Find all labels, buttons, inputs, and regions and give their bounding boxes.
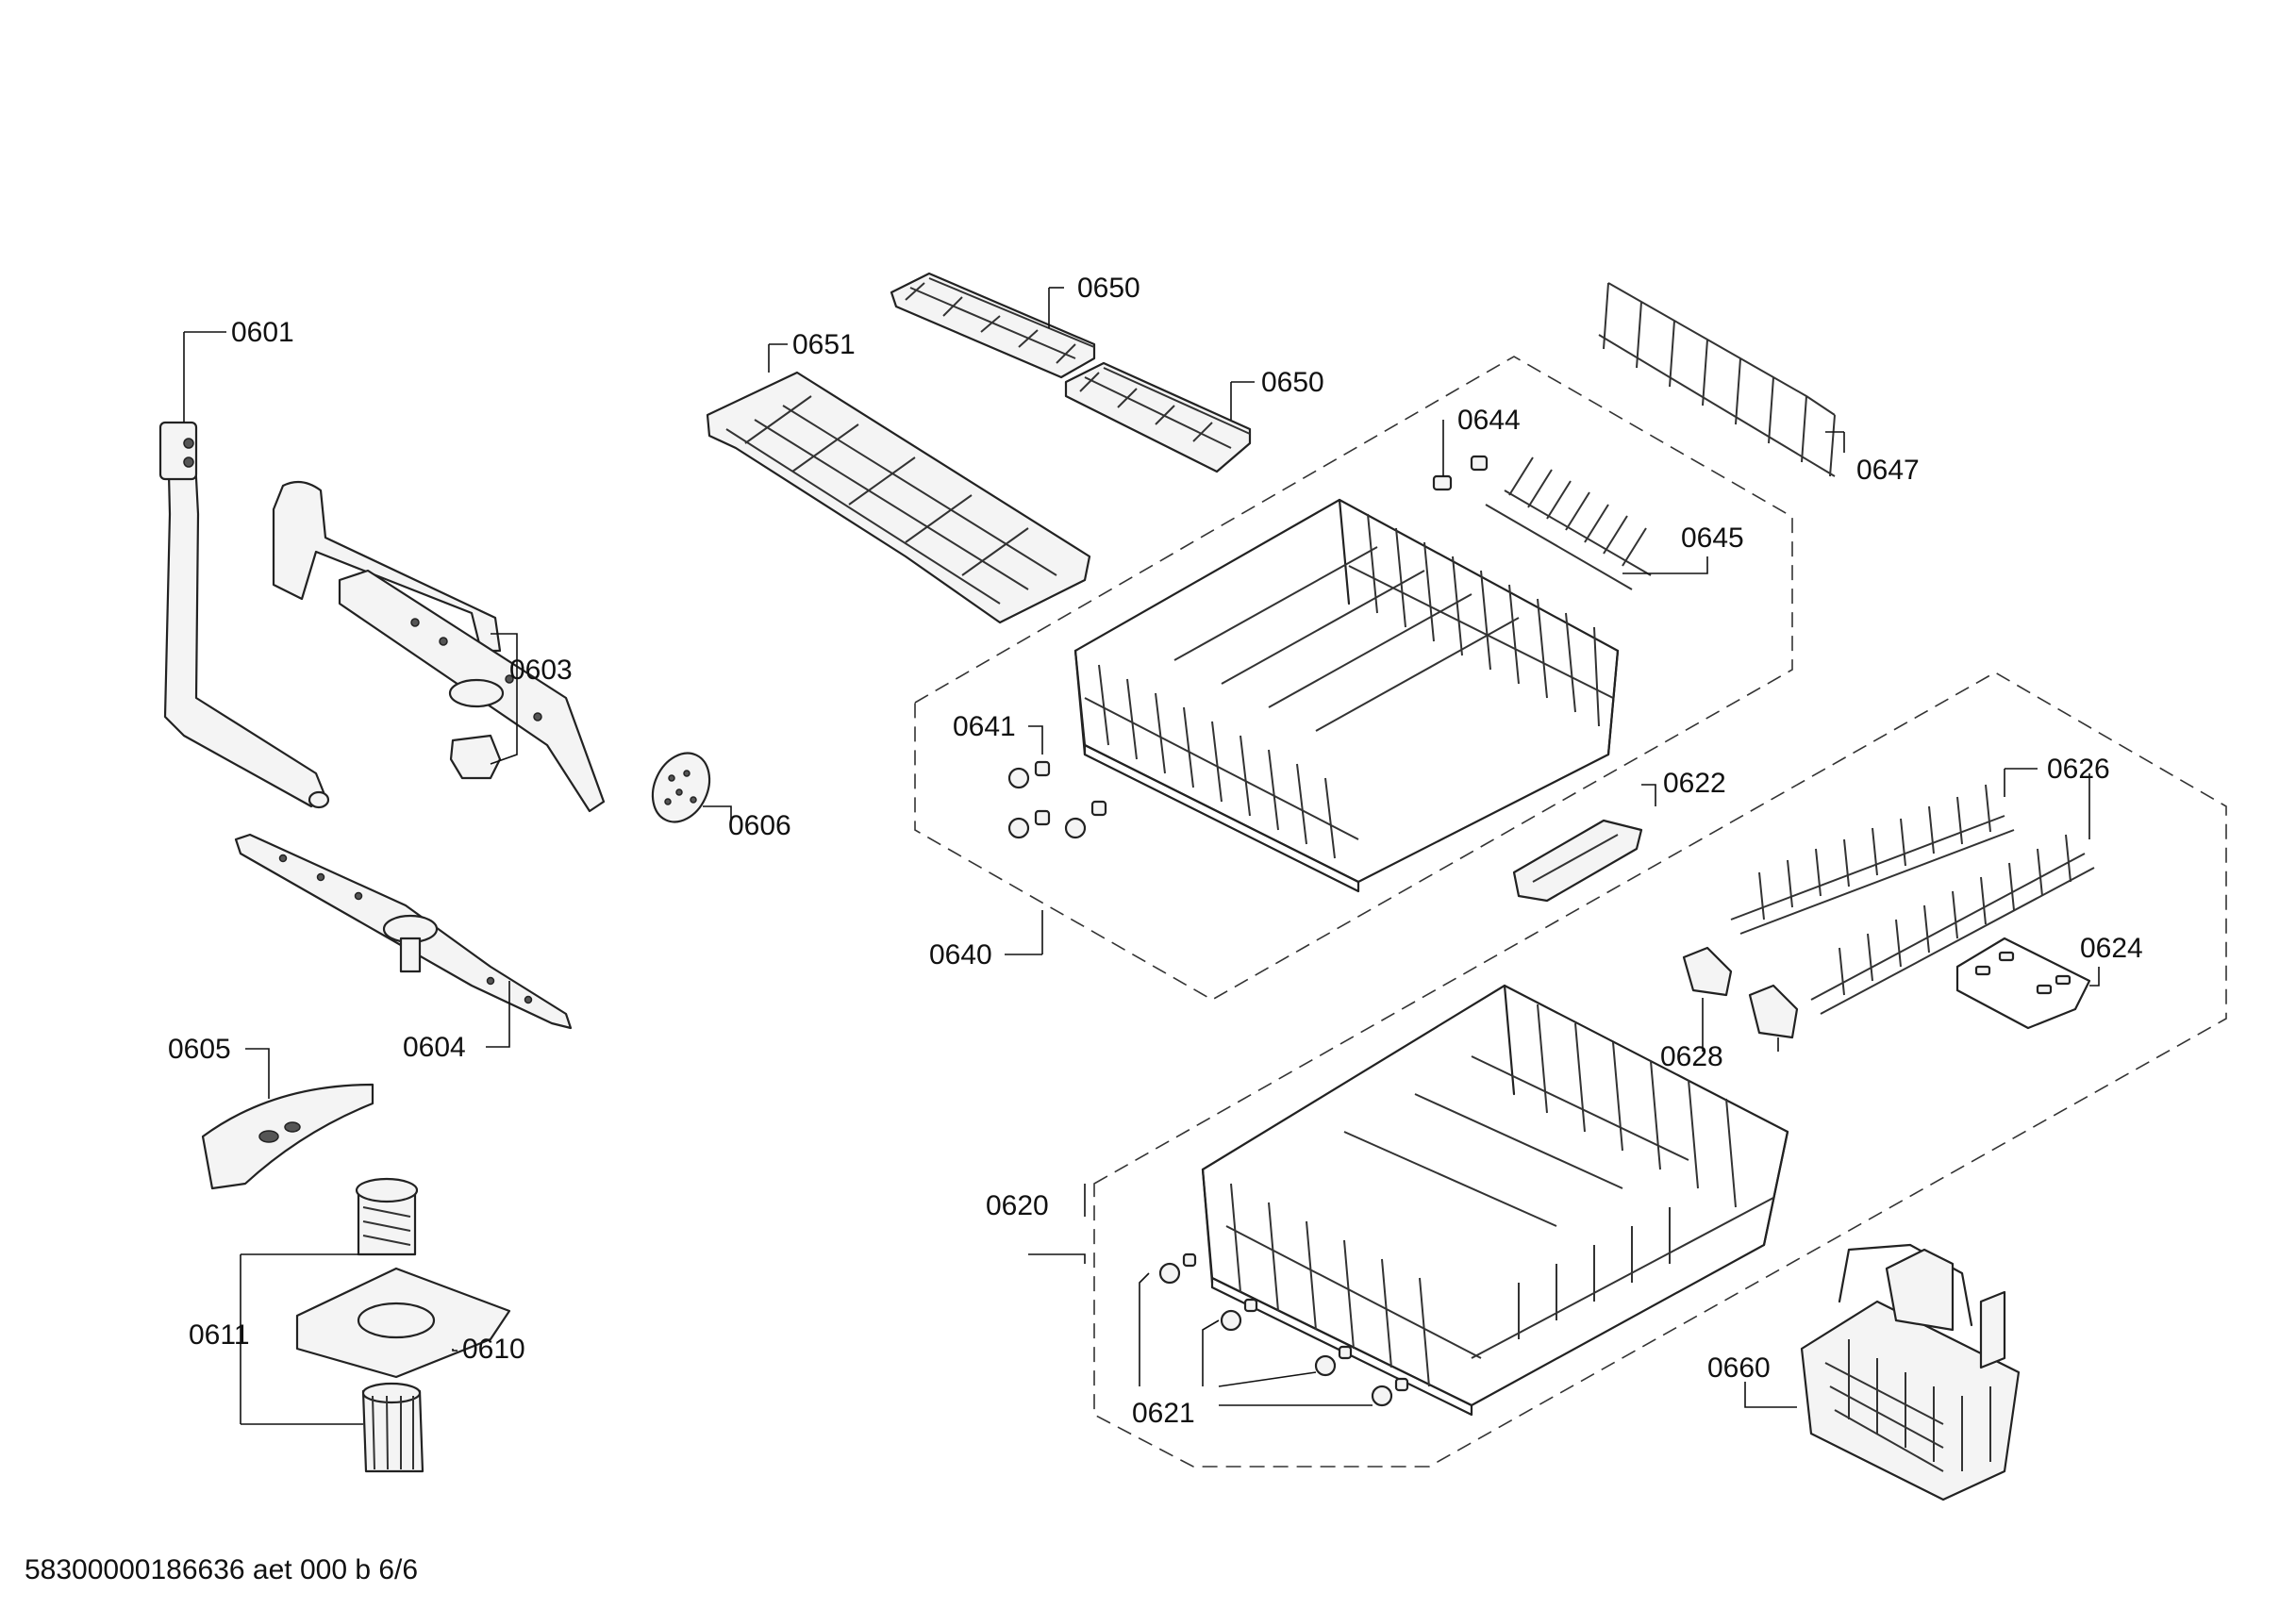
knife-rack-lower-icon: [1064, 361, 1252, 473]
label-0603: 0603: [509, 655, 573, 686]
upper-rollers-icon: [1007, 760, 1107, 839]
cutlery-basket-icon: [1800, 1243, 2021, 1501]
label-0628: 0628: [1660, 1041, 1723, 1072]
fold-down-tines-icon: [1485, 456, 1652, 590]
label-0660: 0660: [1707, 1352, 1771, 1384]
knife-rack-upper-icon: [890, 272, 1096, 379]
label-0606: 0606: [728, 810, 791, 841]
upper-basket-icon: [1073, 498, 1620, 893]
label-0604: 0604: [403, 1032, 466, 1063]
lower-rollers-icon: [1158, 1252, 1409, 1407]
label-0651: 0651: [792, 329, 856, 360]
label-0647: 0647: [1856, 455, 1920, 486]
label-0650-upper: 0650: [1077, 273, 1140, 304]
label-0644: 0644: [1457, 405, 1521, 436]
upper-basket-group-outline: [914, 356, 1793, 1001]
label-0605: 0605: [168, 1034, 231, 1065]
micro-filter-disk-icon: [651, 752, 711, 823]
rack-holders-icon: [1682, 946, 1799, 1039]
label-0626: 0626: [2047, 754, 2110, 785]
basket-handle-icon: [1512, 819, 1643, 903]
label-0650-lower: 0650: [1261, 367, 1324, 398]
lower-basket-group-outline: [1093, 672, 2227, 1468]
lower-spray-arm-icon: [234, 833, 573, 1030]
label-0610: 0610: [462, 1334, 525, 1365]
supply-pipe-icon: [158, 421, 330, 809]
label-0611: 0611: [189, 1319, 250, 1351]
clip-pair-icon: [1432, 455, 1489, 491]
label-0601: 0601: [231, 317, 294, 348]
cup-shelf-rack-icon: [1598, 282, 1836, 477]
lower-basket-icon: [1201, 984, 1789, 1417]
rack-clips-icon: [1955, 937, 2091, 1030]
upper-spray-arm-icon: [272, 480, 606, 813]
cutlery-tray-icon: [706, 371, 1091, 624]
filter-cover-icon: [201, 1083, 374, 1190]
label-0640: 0640: [929, 939, 992, 970]
label-0645: 0645: [1681, 523, 1744, 554]
label-0622: 0622: [1663, 768, 1726, 799]
label-0624: 0624: [2080, 933, 2143, 964]
document-code: 58300000186636 aet 000 b 6/6: [25, 1554, 419, 1585]
filter-assembly-icon: [295, 1177, 511, 1473]
label-0621: 0621: [1132, 1398, 1195, 1429]
lower-tine-racks-icon: [1730, 784, 2095, 1015]
label-0641: 0641: [953, 711, 1016, 742]
label-0620: 0620: [986, 1190, 1049, 1221]
